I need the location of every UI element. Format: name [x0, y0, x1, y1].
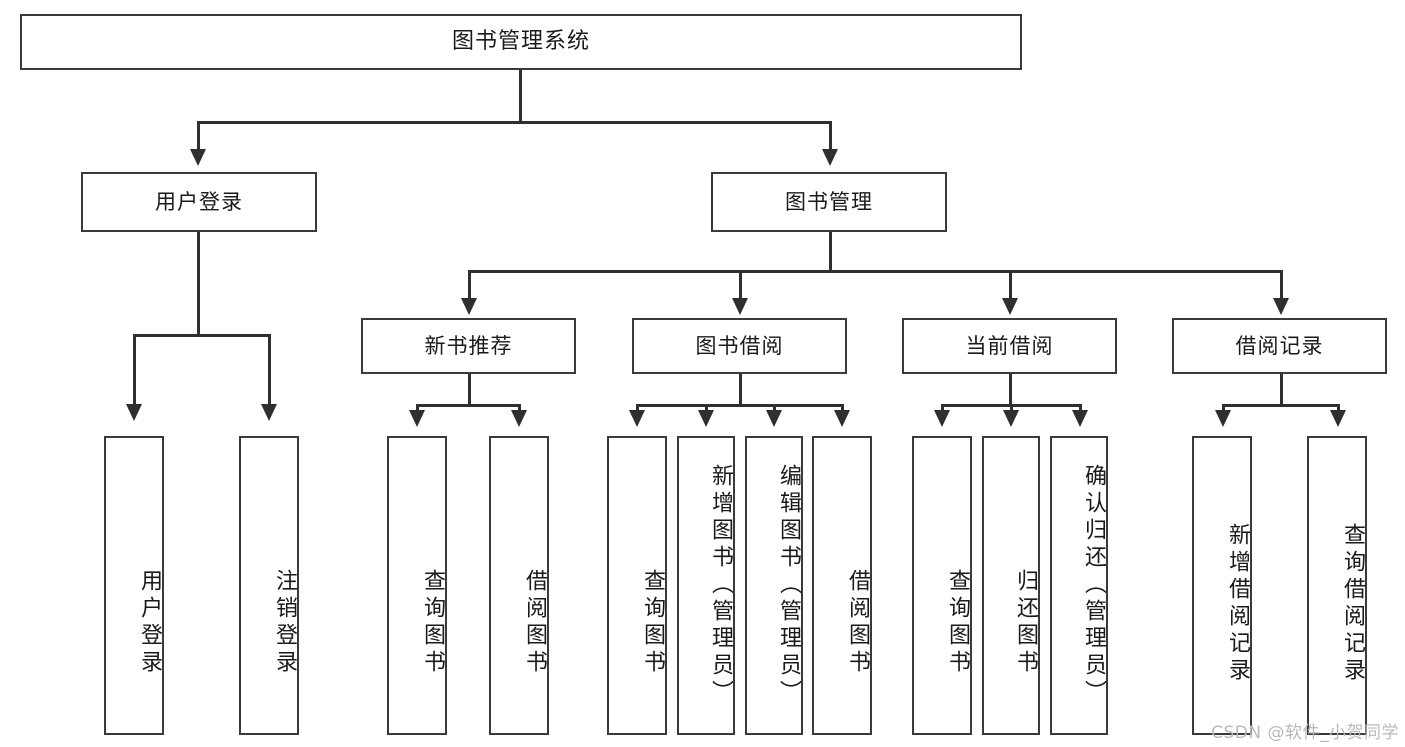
connector-root-stem	[519, 70, 522, 122]
leaf-label: 借阅图书	[845, 568, 870, 677]
leaf-borrowrecord-add-record[interactable]: 新增借阅记录	[1192, 436, 1252, 735]
connector-newbook-bar	[416, 404, 520, 407]
connector-bookborrow-child-4	[841, 404, 844, 412]
connector-currentborrow-child-1	[941, 404, 944, 412]
arrow-user-login-child-1	[126, 404, 142, 421]
connector-user-login-stem	[197, 232, 200, 336]
leaf-bookborrow-add-book-admin[interactable]: 新增图书（管理员）	[677, 436, 735, 735]
leaf-bookborrow-query-book[interactable]: 查询图书	[607, 436, 667, 735]
connector-bookborrow-child-1	[636, 404, 639, 412]
connector-bm-child-1	[468, 270, 471, 300]
leaf-label: 查询图书	[945, 568, 970, 677]
leaf-currentborrow-confirm-return-admin[interactable]: 确认归还（管理员）	[1050, 436, 1108, 735]
connector-bm-child-3	[1009, 270, 1012, 300]
leaf-newbook-borrow-book[interactable]: 借阅图书	[489, 436, 549, 735]
connector-bookborrow-stem	[739, 374, 742, 406]
connector-user-login-bar	[133, 334, 270, 337]
connector-newbook-child-1	[416, 404, 419, 412]
leaf-currentborrow-query-book[interactable]: 查询图书	[912, 436, 972, 735]
arrow-borrowrecord-child-1	[1215, 410, 1231, 427]
leaf-user-login[interactable]: 用户登录	[104, 436, 164, 735]
node-current-borrow[interactable]: 当前借阅	[902, 318, 1117, 374]
leaf-newbook-query-book[interactable]: 查询图书	[387, 436, 447, 735]
connector-bm-child-4	[1280, 270, 1283, 300]
connector-currentborrow-stem	[1009, 374, 1012, 406]
connector-borrowrecord-child-2	[1337, 404, 1340, 412]
leaf-bookborrow-borrow-book[interactable]: 借阅图书	[812, 436, 872, 735]
node-book-management[interactable]: 图书管理	[711, 172, 947, 232]
arrow-bm-child-3	[1002, 298, 1018, 315]
connector-currentborrow-child-2	[1010, 404, 1013, 412]
arrow-borrowrecord-child-2	[1330, 410, 1346, 427]
arrow-bm-child-1	[461, 298, 477, 315]
connector-user-login-child-1	[133, 334, 136, 406]
arrow-bm-child-4	[1273, 298, 1289, 315]
connector-bm-child-2	[739, 270, 742, 300]
node-user-login[interactable]: 用户登录	[81, 172, 317, 232]
connector-book-manage-bar	[468, 270, 1280, 273]
connector-currentborrow-child-3	[1079, 404, 1082, 412]
csdn-watermark: CSDN @软件_小贺同学	[1211, 723, 1399, 743]
leaf-label: 借阅图书	[522, 568, 547, 677]
leaf-bookborrow-edit-book-admin[interactable]: 编辑图书（管理员）	[745, 436, 803, 735]
connector-root-bar	[197, 121, 831, 124]
leaf-borrowrecord-query-record[interactable]: 查询借阅记录	[1307, 436, 1367, 735]
connector-user-login-child-2	[268, 334, 271, 406]
connector-borrowrecord-bar	[1222, 404, 1339, 407]
leaf-label: 编辑图书（管理员）	[776, 464, 801, 707]
leaf-user-logout[interactable]: 注销登录	[239, 436, 299, 735]
arrow-root-to-book-manage	[822, 149, 838, 166]
node-borrow-record[interactable]: 借阅记录	[1172, 318, 1387, 374]
leaf-label: 查询图书	[420, 568, 445, 677]
connector-root-to-book-manage	[829, 121, 832, 151]
arrow-user-login-child-2	[261, 404, 277, 421]
arrow-newbook-child-1	[409, 410, 425, 427]
node-new-book-recommend[interactable]: 新书推荐	[361, 318, 576, 374]
leaf-label: 新增借阅记录	[1225, 522, 1250, 685]
node-root-system[interactable]: 图书管理系统	[20, 14, 1022, 70]
connector-borrowrecord-stem	[1280, 374, 1283, 406]
connector-newbook-stem	[468, 374, 471, 406]
arrow-currentborrow-child-1	[934, 410, 950, 427]
connector-bookborrow-child-2	[705, 404, 708, 412]
connector-borrowrecord-child-1	[1222, 404, 1225, 412]
node-book-borrow[interactable]: 图书借阅	[632, 318, 847, 374]
connector-newbook-child-2	[518, 404, 521, 412]
connector-book-manage-stem	[829, 232, 832, 272]
leaf-label: 确认归还（管理员）	[1081, 464, 1106, 707]
arrow-bookborrow-child-4	[834, 410, 850, 427]
arrow-currentborrow-child-2	[1003, 410, 1019, 427]
leaf-label: 归还图书	[1013, 568, 1038, 677]
connector-bookborrow-child-3	[773, 404, 776, 412]
arrow-root-to-user-login	[190, 149, 206, 166]
arrow-newbook-child-2	[511, 410, 527, 427]
leaf-label: 查询图书	[640, 568, 665, 677]
arrow-bookborrow-child-3	[766, 410, 782, 427]
arrow-currentborrow-child-3	[1072, 410, 1088, 427]
leaf-currentborrow-return-book[interactable]: 归还图书	[982, 436, 1040, 735]
arrow-bookborrow-child-1	[629, 410, 645, 427]
leaf-label: 新增图书（管理员）	[708, 464, 733, 707]
connector-root-to-user-login	[197, 121, 200, 151]
leaf-label: 注销登录	[272, 568, 297, 677]
connector-bookborrow-bar	[636, 404, 843, 407]
arrow-bm-child-2	[732, 298, 748, 315]
arrow-bookborrow-child-2	[698, 410, 714, 427]
leaf-label: 用户登录	[137, 568, 162, 677]
leaf-label: 查询借阅记录	[1340, 522, 1365, 685]
